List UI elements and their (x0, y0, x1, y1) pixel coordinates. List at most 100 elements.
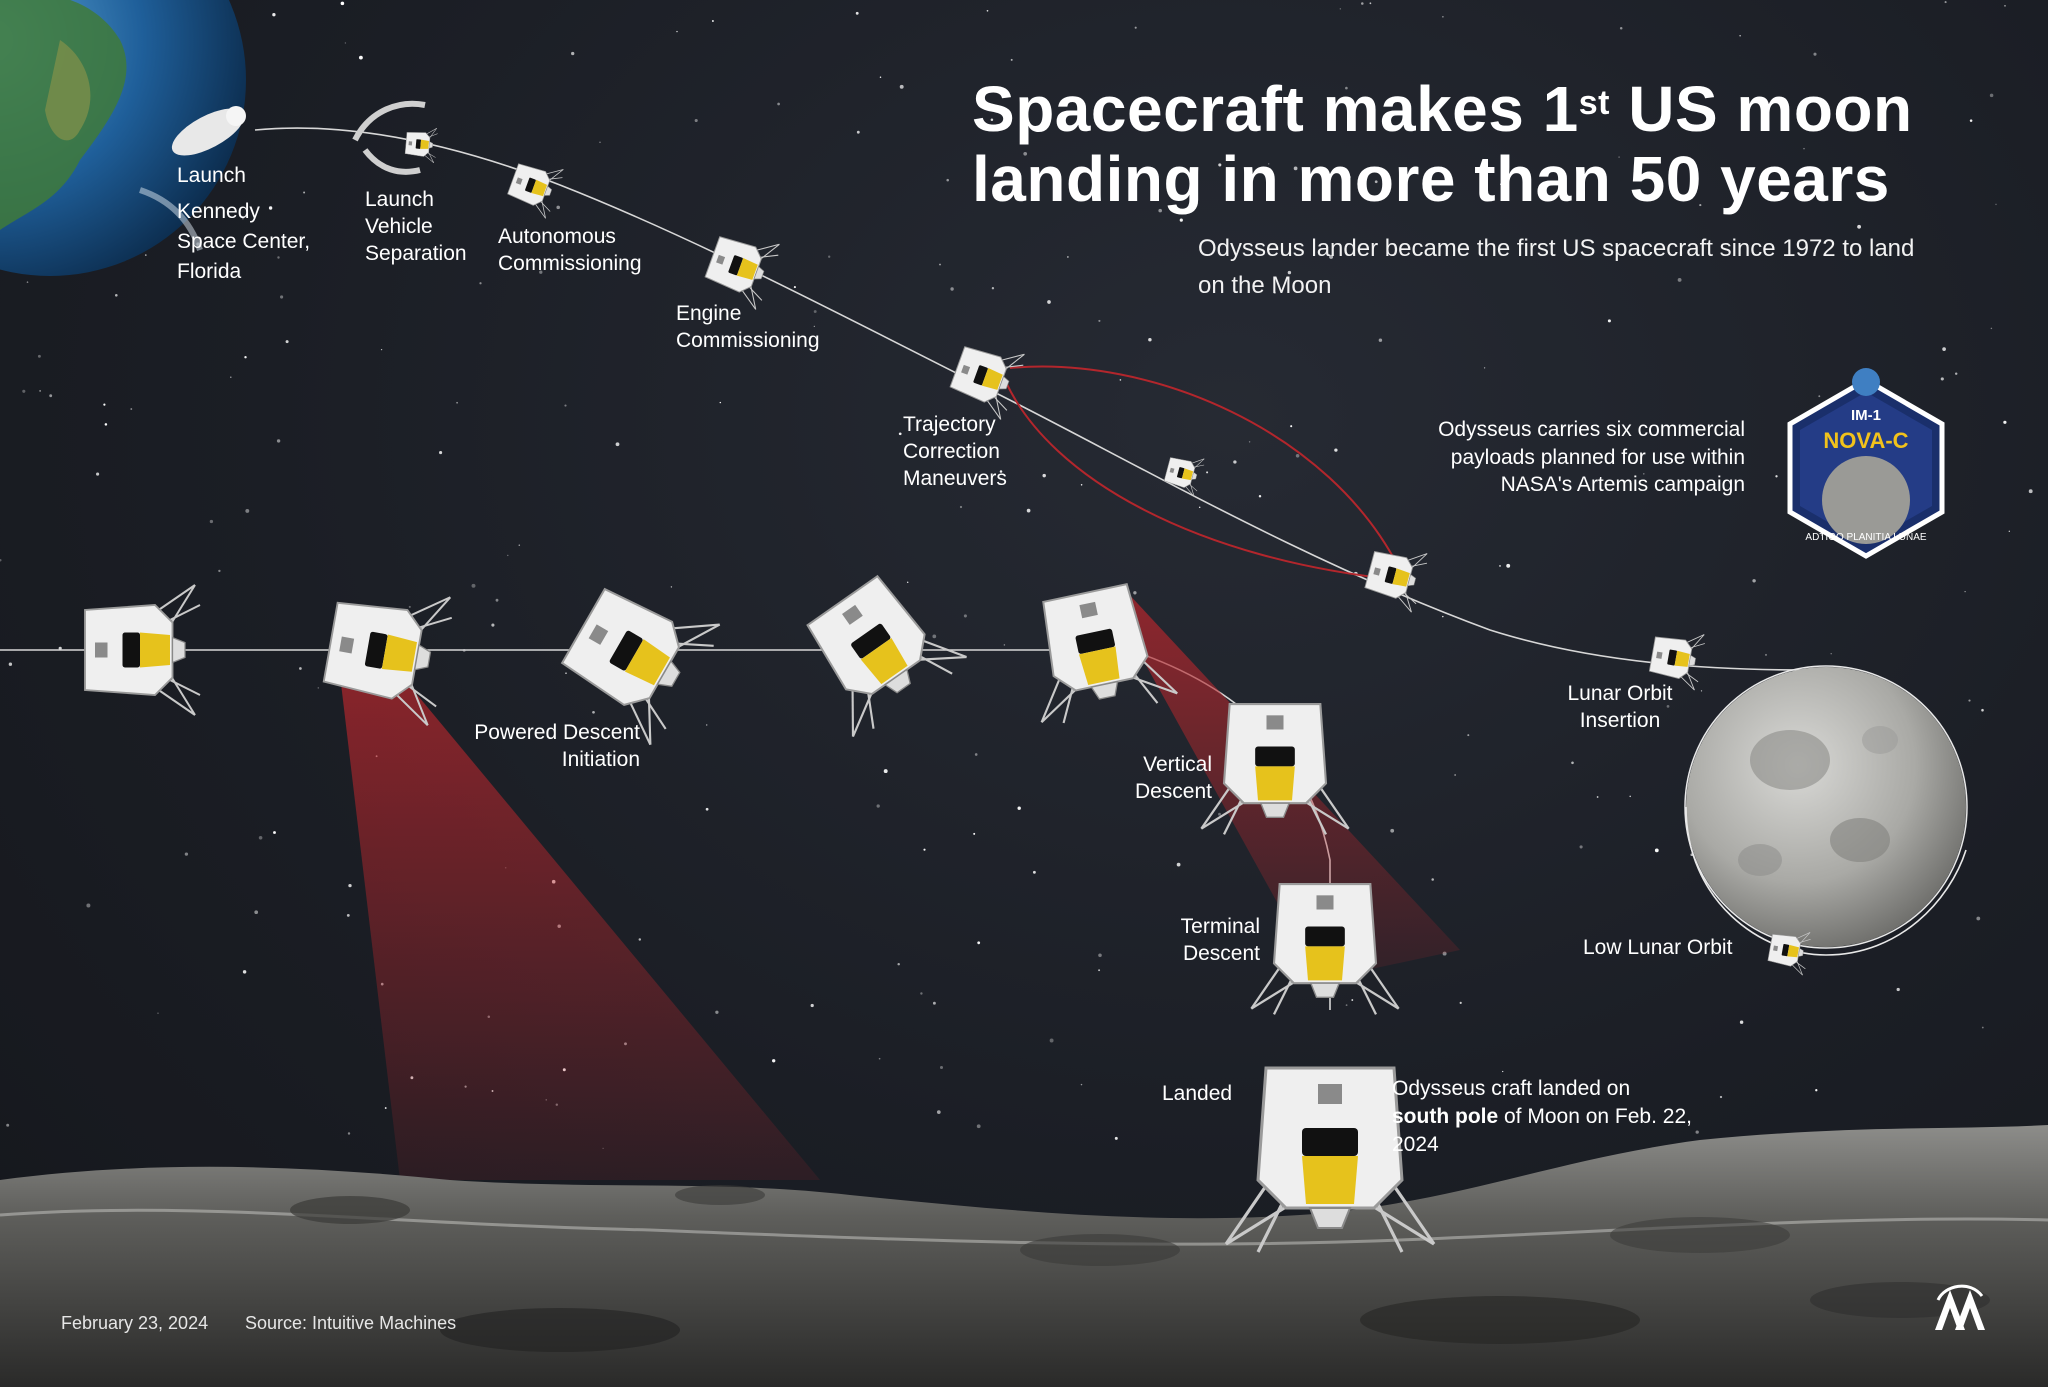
label-autonomous: Autonomous Commissioning (498, 225, 642, 275)
star (209, 519, 214, 524)
star (276, 439, 281, 443)
star (245, 508, 250, 513)
star (1431, 878, 1434, 881)
star (348, 883, 352, 888)
star (1820, 533, 1824, 537)
star (1968, 699, 1971, 702)
star (1334, 448, 1338, 452)
earth-icon (0, 0, 246, 276)
star (273, 831, 276, 834)
star (6, 1123, 10, 1127)
star (1345, 1004, 1348, 1006)
star (303, 191, 306, 194)
star (280, 295, 284, 299)
star (1467, 734, 1470, 737)
star (1815, 1089, 1818, 1092)
star (1483, 367, 1486, 369)
star (1049, 1038, 1054, 1043)
star (272, 13, 276, 17)
footer-source: Source: Intuitive Machines (245, 1313, 457, 1333)
star (1268, 163, 1270, 165)
star (705, 724, 708, 726)
star (592, 710, 595, 714)
star (1454, 774, 1456, 776)
star (507, 554, 509, 557)
star (976, 1124, 981, 1129)
star (1677, 277, 1682, 282)
star (1218, 812, 1221, 816)
star (1981, 1026, 1984, 1029)
star (855, 11, 859, 15)
star (184, 852, 189, 856)
star (1995, 203, 1997, 206)
label-vertical-descent: Vertical Descent (1134, 753, 1212, 803)
star (1378, 338, 1383, 342)
star (8, 662, 13, 666)
star (1442, 16, 1444, 18)
star (1944, 1, 1947, 4)
title-part1: Spacecraft makes 1 (972, 73, 1579, 145)
star (144, 254, 147, 256)
sensor-beam-left (340, 650, 820, 1180)
star (1287, 270, 1292, 275)
star (358, 55, 363, 60)
star (254, 910, 259, 915)
star (1976, 916, 1981, 921)
star (990, 118, 994, 121)
star (946, 178, 949, 182)
star (963, 614, 967, 618)
star (242, 970, 247, 974)
star (564, 404, 567, 407)
star (676, 30, 678, 33)
landing-note-suffix: of Moon on Feb. 22, 2024 (1392, 1105, 1692, 1156)
star (1248, 441, 1251, 443)
star (1699, 204, 1702, 207)
star (1596, 796, 1599, 798)
star (1047, 300, 1051, 304)
star (285, 340, 289, 344)
star (556, 205, 560, 210)
star (1459, 1001, 1462, 1005)
star (1176, 862, 1181, 867)
star (777, 102, 780, 106)
star (1293, 166, 1298, 171)
star (1579, 845, 1583, 849)
star (986, 9, 989, 12)
star (1098, 969, 1101, 972)
star (1813, 52, 1817, 56)
star (1098, 953, 1102, 958)
moon-icon (1684, 665, 1968, 956)
label-launch-site: Kennedy Space Center, Florida (177, 200, 311, 283)
landing-note: Odysseus craft landed on south pole of M… (1392, 1075, 1692, 1159)
star (879, 76, 882, 79)
star (1739, 1020, 1744, 1024)
label-trajectory: Trajectory Correction Maneuvers (903, 413, 1007, 490)
agency-logo-icon (1935, 1284, 1985, 1330)
star (2004, 5, 2006, 7)
star (346, 914, 350, 917)
star (711, 20, 714, 22)
star (518, 544, 521, 546)
star (1329, 254, 1334, 259)
star (22, 389, 26, 393)
star (883, 769, 888, 774)
star (86, 903, 91, 908)
star (1643, 473, 1645, 475)
star (1654, 848, 1659, 853)
star (230, 376, 232, 379)
star (1964, 590, 1966, 593)
star (813, 310, 817, 313)
star (950, 287, 954, 291)
star (1179, 218, 1183, 222)
star (1080, 484, 1083, 486)
star (810, 1003, 814, 1008)
star (1775, 475, 1778, 478)
badge-motto-label: ADTIGO PLANITIA LUNAE (1805, 532, 1926, 543)
star (1290, 425, 1293, 428)
star (920, 992, 923, 995)
star (977, 941, 981, 945)
star (1369, 2, 1372, 5)
star (828, 255, 831, 258)
footer-date: February 23, 2024 (61, 1313, 209, 1333)
